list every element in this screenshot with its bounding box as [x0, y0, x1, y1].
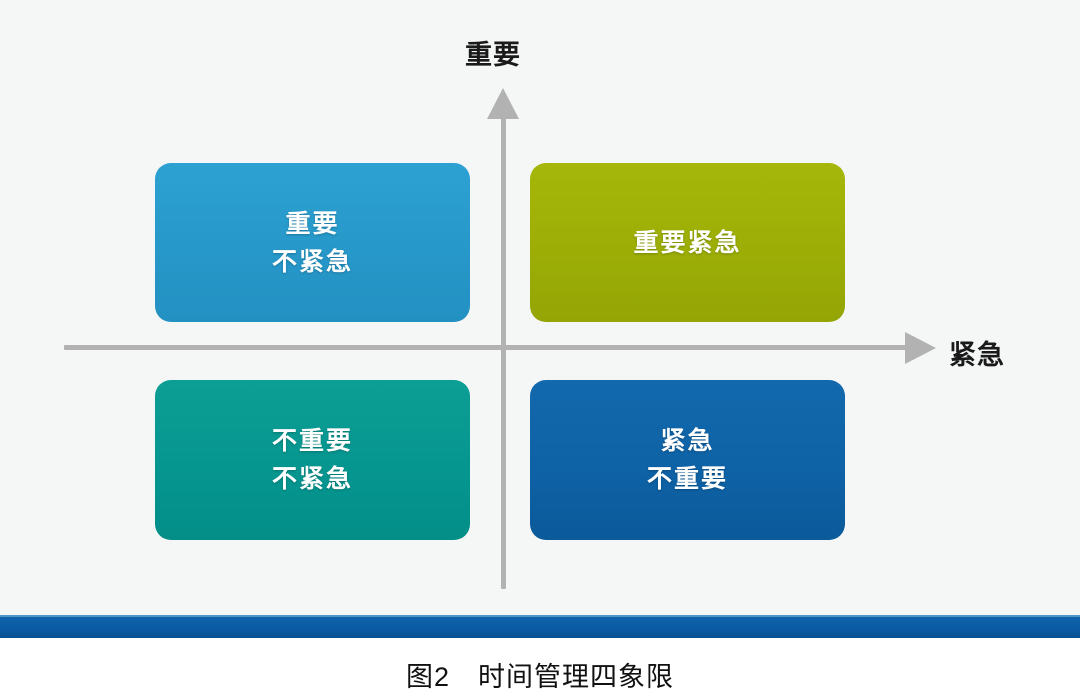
horizontal-axis-line	[64, 345, 914, 350]
up-arrow-icon	[487, 88, 519, 119]
quadrant-label-line-2: 不紧急	[271, 465, 353, 493]
quadrant-label-line-2: 不重要	[646, 465, 728, 493]
quadrant-important-urgent[interactable]: 重要紧急	[530, 163, 853, 322]
quadrant-label-line-1: 重要紧急	[633, 228, 742, 257]
figure-caption: 图2 时间管理四象限	[405, 662, 675, 692]
quadrant-label-line-1: 重要	[285, 209, 340, 238]
quadrant-label-line-1: 不重要	[271, 427, 353, 455]
y-axis-label: 重要	[465, 40, 521, 70]
quadrant-not-important-not-urgent[interactable]: 不重要 不紧急	[155, 380, 478, 540]
quadrant-important-not-urgent[interactable]: 重要 不紧急	[155, 163, 478, 322]
bottom-white-band	[0, 638, 1080, 699]
accent-bar-highlight	[0, 615, 1080, 617]
x-axis-label: 紧急	[949, 340, 1005, 370]
right-arrow-icon	[905, 332, 936, 364]
quadrant-label-line-1: 紧急	[660, 427, 715, 455]
quadrant-label-line-2: 不紧急	[271, 247, 353, 276]
quadrant-urgent-not-important[interactable]: 紧急 不重要	[530, 380, 853, 540]
accent-bar	[0, 617, 1080, 638]
